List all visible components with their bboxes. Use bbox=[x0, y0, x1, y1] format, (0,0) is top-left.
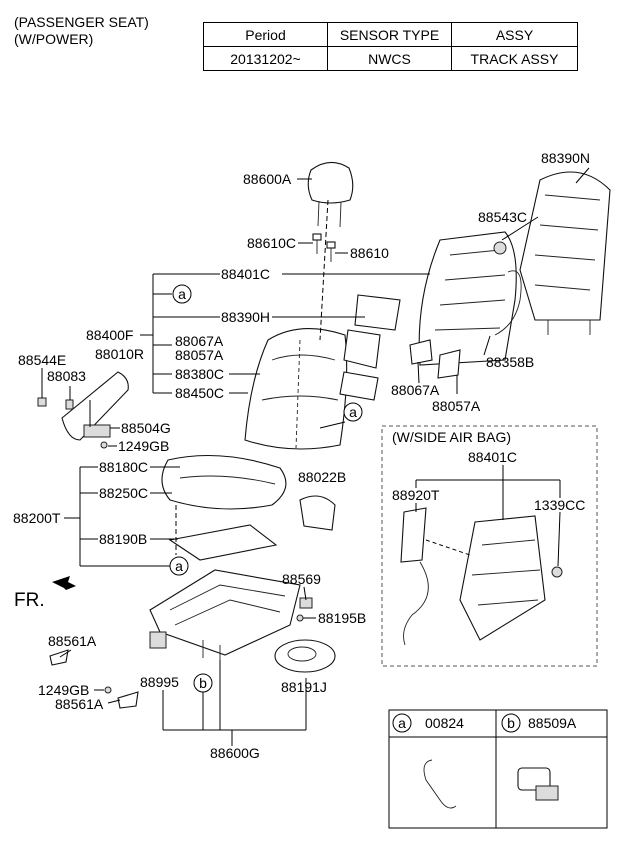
label-88083: 88083 bbox=[47, 368, 86, 384]
label-88200T: 88200T bbox=[13, 510, 61, 526]
label-88543C: 88543C bbox=[478, 209, 527, 225]
label-88569: 88569 bbox=[282, 571, 321, 587]
seat-title-line2: (W/POWER) bbox=[14, 31, 94, 47]
label-88401C-airbag: 88401C bbox=[468, 449, 517, 465]
side-cover-drawing bbox=[61, 371, 129, 441]
label-88195B: 88195B bbox=[318, 610, 366, 626]
label-88380C: 88380C bbox=[175, 366, 224, 382]
spec-table-header-row: Period SENSOR TYPE ASSY bbox=[203, 22, 578, 47]
label-88600G: 88600G bbox=[210, 745, 260, 761]
spec-table: Period SENSOR TYPE ASSY 20131202~ NWCS T… bbox=[203, 22, 578, 71]
callout-b: b bbox=[193, 673, 213, 693]
legend-box bbox=[388, 709, 608, 829]
spec-cell-sensor-type: NWCS bbox=[327, 46, 452, 71]
side-pad-drawing bbox=[339, 294, 401, 401]
clip-00824-drawing bbox=[423, 759, 457, 809]
seat-title-line1: (PASSENGER SEAT) bbox=[14, 14, 149, 30]
seatback-board-drawing bbox=[519, 171, 611, 335]
callout-b-text: b bbox=[199, 675, 207, 691]
legend-a-part: 00824 bbox=[425, 715, 464, 731]
legend-b-part: 88509A bbox=[528, 715, 577, 731]
callout-a-upper-text: a bbox=[178, 286, 186, 302]
airbag-section-title: (W/SIDE AIR BAG) bbox=[392, 429, 511, 445]
label-88600A: 88600A bbox=[243, 171, 292, 187]
label-88022B: 88022B bbox=[298, 469, 346, 485]
clip-88083-drawing bbox=[65, 399, 74, 410]
front-arrow-icon bbox=[52, 576, 76, 590]
bracket-88561a-lower-drawing bbox=[117, 691, 139, 709]
label-88561A: 88561A bbox=[48, 633, 97, 649]
legend-a-letter: a bbox=[398, 715, 406, 731]
label-88010R: 88010R bbox=[95, 346, 144, 362]
label-88390H: 88390H bbox=[221, 309, 270, 325]
airbag-leader-1339cc bbox=[557, 511, 561, 567]
headrest-guide-drawing bbox=[312, 233, 336, 262]
legend-b-letter: b bbox=[507, 715, 515, 731]
label-88504G: 88504G bbox=[121, 420, 171, 436]
seat-track-drawing bbox=[149, 569, 301, 660]
seat-cushion-drawing bbox=[161, 454, 287, 510]
label-88400F: 88400F bbox=[86, 327, 133, 343]
leader-lines bbox=[41, 167, 590, 746]
screw-1249gb-lower-drawing bbox=[104, 686, 112, 694]
label-88191J: 88191J bbox=[281, 679, 327, 695]
headrest-drawing bbox=[307, 161, 354, 228]
bolt-88195b-drawing bbox=[296, 614, 304, 622]
bracket-88561a-drawing bbox=[49, 649, 69, 666]
label-88057A-right: 88057A bbox=[432, 398, 481, 414]
seatback-cushion-drawing bbox=[244, 328, 348, 450]
motor-88191j-drawing bbox=[274, 639, 336, 673]
legend-callout-b: b bbox=[501, 713, 521, 733]
cover-88022b-drawing bbox=[299, 495, 336, 531]
label-88401C: 88401C bbox=[221, 266, 270, 282]
label-88450C: 88450C bbox=[175, 385, 224, 401]
clip-88544e-drawing bbox=[37, 397, 47, 407]
wire-harness-drawing bbox=[494, 270, 522, 336]
side-airbag-box bbox=[381, 425, 598, 667]
callout-a-mid-text: a bbox=[349, 404, 357, 420]
callout-a-mid: a bbox=[343, 402, 363, 422]
callout-a-lower-text: a bbox=[175, 558, 183, 574]
label-88067A-right: 88067A bbox=[391, 382, 440, 398]
label-1339CC: 1339CC bbox=[534, 497, 585, 513]
spec-table-row: 20131202~ NWCS TRACK ASSY bbox=[203, 46, 578, 71]
connector-88509a-drawing bbox=[517, 767, 559, 801]
spec-cell-period: 20131202~ bbox=[203, 46, 328, 71]
label-88995: 88995 bbox=[140, 674, 179, 690]
label-88390N: 88390N bbox=[541, 150, 590, 166]
airbag-drawing bbox=[400, 507, 563, 646]
label-88544E: 88544E bbox=[18, 352, 66, 368]
label-88067A: 88067A bbox=[175, 333, 224, 349]
screw-1249gb-drawing bbox=[100, 441, 108, 449]
label-88180C: 88180C bbox=[99, 459, 148, 475]
label-88250C: 88250C bbox=[99, 485, 148, 501]
label-88610: 88610 bbox=[350, 245, 389, 261]
label-88920T: 88920T bbox=[392, 487, 440, 503]
label-88190B: 88190B bbox=[99, 531, 147, 547]
callout-a-lower: a bbox=[169, 556, 189, 576]
spec-cell-assy: TRACK ASSY bbox=[451, 46, 578, 71]
seat-title: (PASSENGER SEAT) (W/POWER) bbox=[14, 14, 149, 48]
module-88995-drawing bbox=[149, 631, 167, 649]
callout-a-upper: a bbox=[172, 284, 192, 304]
bracket-88067a-drawing bbox=[409, 339, 433, 365]
bracket-88057a-drawing bbox=[437, 349, 461, 379]
legend-callout-a: a bbox=[392, 713, 412, 733]
label-1249GB-lower: 1249GB bbox=[38, 682, 89, 698]
seatback-frame-drawing bbox=[418, 231, 517, 366]
label-1249GB: 1249GB bbox=[118, 438, 169, 454]
label-88561A-lower: 88561A bbox=[55, 696, 104, 712]
label-88610C: 88610C bbox=[247, 235, 296, 251]
label-88057A: 88057A bbox=[175, 347, 224, 363]
seat-heater-drawing bbox=[168, 524, 278, 561]
front-direction-label: FR. bbox=[14, 590, 45, 611]
label-88358B: 88358B bbox=[486, 354, 534, 370]
